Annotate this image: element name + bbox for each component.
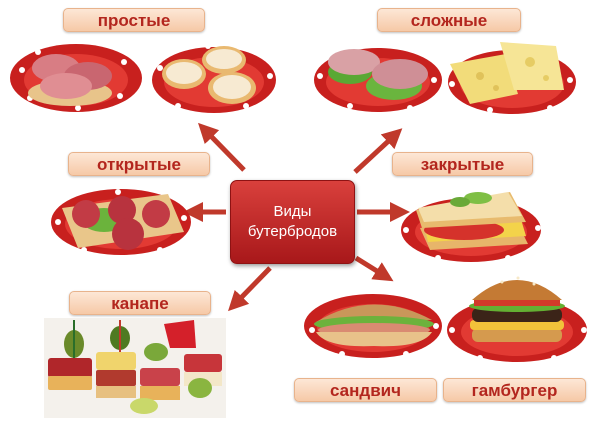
label-open: открытые — [68, 152, 210, 176]
label-closed: закрытые — [392, 152, 533, 176]
simple-sandwiches-image — [10, 43, 276, 113]
hamburger-image — [447, 276, 587, 362]
label-sandwich: сандвич — [294, 378, 437, 402]
sandwich-image — [304, 294, 442, 358]
arrow-simple — [198, 122, 246, 172]
arrow-canape — [228, 266, 272, 312]
label-complex: сложные — [377, 8, 521, 32]
complex-sandwiches-image — [314, 42, 576, 114]
label-canape: канапе — [69, 291, 211, 315]
arrow-complex — [353, 128, 403, 174]
center-title-line1: Виды — [273, 203, 312, 220]
center-title-line2: бутербродов — [247, 223, 338, 240]
arrow-sandwich — [354, 255, 394, 282]
open-sandwich-image — [51, 189, 191, 255]
closed-sandwich-image — [401, 192, 541, 262]
label-simple: простые — [63, 8, 205, 32]
center-title-box: Виды бутербродов — [230, 180, 355, 264]
canape-image — [44, 318, 226, 418]
label-hamburger: гамбургер — [443, 378, 586, 402]
